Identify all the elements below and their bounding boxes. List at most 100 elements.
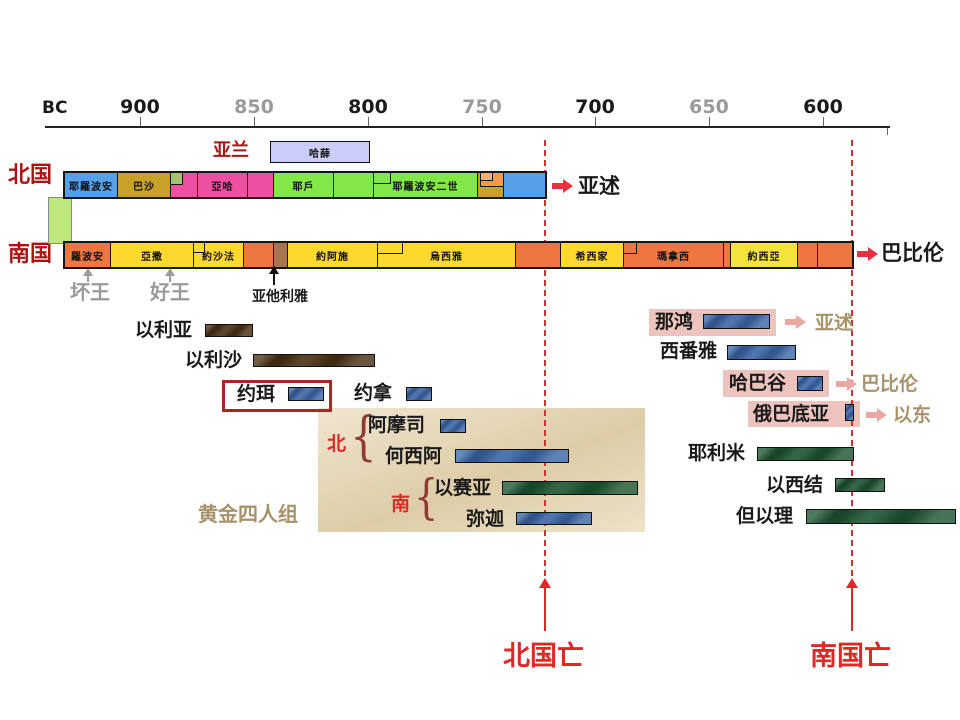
coregency-step: [374, 173, 391, 184]
king-segment: [170, 172, 197, 197]
nahum-dest-arrow-icon: [785, 315, 807, 329]
king-name: 瑪拿西: [657, 251, 690, 263]
prophet-nahum-label: 那鸿: [655, 311, 694, 333]
habakkuk-dest-arrow-icon: [836, 377, 858, 391]
king-segment-manasseh: 瑪拿西: [623, 243, 723, 267]
prophet-jonah-label: 约拿: [354, 382, 393, 404]
axis-tick-900: 900: [120, 96, 160, 118]
good-king-label: 好王: [150, 280, 190, 304]
king-segment-jeroboam2: 耶羅波安二世: [373, 173, 477, 197]
obadiah-dest-label: 以东: [893, 404, 932, 426]
good-king-arrow-icon: [165, 268, 175, 282]
tick-mark: [482, 117, 483, 127]
joel-highlight-box: [222, 380, 332, 412]
axis-bc-label: BC: [42, 98, 68, 118]
athaliah-arrow-icon: [269, 266, 279, 285]
prophet-micah-label: 弥迦: [466, 508, 505, 530]
golden-group-label: 黄金四人组: [198, 502, 298, 526]
obadiah-dest-arrow-icon: [866, 408, 888, 422]
king-segment: [515, 243, 560, 267]
king-segment-jeroboam: 耶羅波安: [65, 173, 117, 197]
king-segment-asa: 亞撒: [110, 243, 193, 267]
king-name: 巴沙: [133, 181, 155, 193]
prophet-amos-label: 阿摩司: [368, 414, 426, 436]
south-fall-label: 南国亡: [810, 641, 891, 672]
king-name: 約西亞: [747, 251, 781, 263]
golden-group-box: [318, 408, 645, 532]
king-segment-baasha: 巴沙: [117, 173, 170, 197]
prophet-joel-bar: [288, 387, 324, 401]
tick-mark: [254, 117, 255, 127]
king-segment: [477, 172, 504, 197]
king-segment-joash: 約阿施: [287, 243, 377, 267]
golden-group-south-label: 南: [391, 493, 411, 515]
north-fall-dashed-line: [544, 140, 546, 576]
axis-tick-800: 800: [348, 96, 388, 118]
united-kingdom-connector: [48, 197, 72, 244]
king-name: 羅波安: [71, 251, 104, 263]
king-segment-hezekiah: 希西家: [560, 243, 623, 267]
king-segment: [503, 173, 545, 197]
king-segment-athaliah: [273, 243, 287, 267]
king-segment-jehu: 耶戶: [273, 173, 333, 197]
axis-line: [45, 126, 890, 128]
prophet-isaiah-label: 以赛亚: [434, 477, 492, 499]
obadiah-highlight-box: [748, 401, 860, 427]
king-name: 約沙法: [202, 251, 235, 263]
tick-mark: [368, 117, 369, 127]
north-brace: {: [350, 407, 377, 467]
tick-mark: [709, 117, 710, 127]
prophet-habakkuk-label: 哈巴谷: [729, 372, 787, 394]
king-name: 耶戶: [292, 181, 315, 193]
hazael-label: 哈薛: [309, 148, 331, 160]
prophet-nahum-bar: [703, 314, 770, 329]
bad-king-arrow-icon: [83, 268, 93, 282]
south-brace: {: [414, 469, 439, 525]
prophet-isaiah-bar: [502, 481, 638, 495]
south-kingdom-label: 南国: [8, 242, 53, 267]
prophet-hosea-bar: [455, 449, 569, 463]
king-segment: [723, 243, 730, 267]
prophet-zephaniah-label: 西番雅: [660, 340, 718, 362]
prophet-amos-bar: [440, 419, 466, 433]
axis-tick-650: 650: [689, 96, 729, 118]
bad-king-label: 坏王: [70, 280, 110, 304]
south-fall-arrow-icon: [846, 578, 858, 631]
tick-mark: [140, 117, 141, 127]
habakkuk-dest-label: 巴比伦: [861, 373, 919, 395]
north-fall-label: 北国亡: [503, 641, 584, 672]
assyria-arrow-icon: [552, 179, 574, 193]
prophet-ezekiel-label: 以西结: [766, 474, 824, 496]
prophet-elijah-bar: [205, 324, 253, 337]
king-segment-jehoshaphat: 約沙法: [193, 243, 243, 267]
north-fate-label: 亚述: [578, 174, 620, 198]
king-segment: [797, 243, 817, 267]
south-fate-label: 巴比伦: [881, 241, 944, 265]
prophet-elijah-label: 以利亚: [135, 319, 193, 341]
tick-mark-end: [887, 127, 888, 135]
king-segment: [243, 243, 273, 267]
axis-tick-700: 700: [575, 96, 615, 118]
axis-tick-850: 850: [234, 96, 274, 118]
athaliah-label: 亚他利雅: [252, 289, 308, 305]
prophet-micah-bar: [516, 512, 592, 525]
hazael-bar: 哈薛: [270, 141, 370, 163]
king-segment-josiah: 約西亞: [730, 243, 797, 267]
prophet-joel-label: 约珥: [237, 383, 276, 405]
coregency-notch: [170, 172, 183, 185]
prophet-zephaniah-bar: [727, 345, 796, 360]
prophet-jonah-bar: [406, 387, 432, 401]
coregency-step: [194, 243, 205, 253]
king-name: 亞撒: [141, 251, 163, 263]
north-fall-arrow-icon: [539, 578, 551, 631]
prophet-obadiah-label: 俄巴底亚: [753, 403, 830, 425]
king-segment-rehoboam: 羅波安: [65, 243, 110, 267]
north-kingdom-label: 北国: [8, 163, 53, 188]
king-name: 亞哈: [211, 181, 234, 193]
prophet-elisha-label: 以利沙: [185, 349, 243, 371]
king-name: 希西家: [575, 251, 609, 263]
tick-mark: [823, 117, 824, 127]
prophet-jeremiah-label: 耶利米: [688, 442, 746, 464]
king-name: 耶羅波安: [69, 181, 113, 193]
